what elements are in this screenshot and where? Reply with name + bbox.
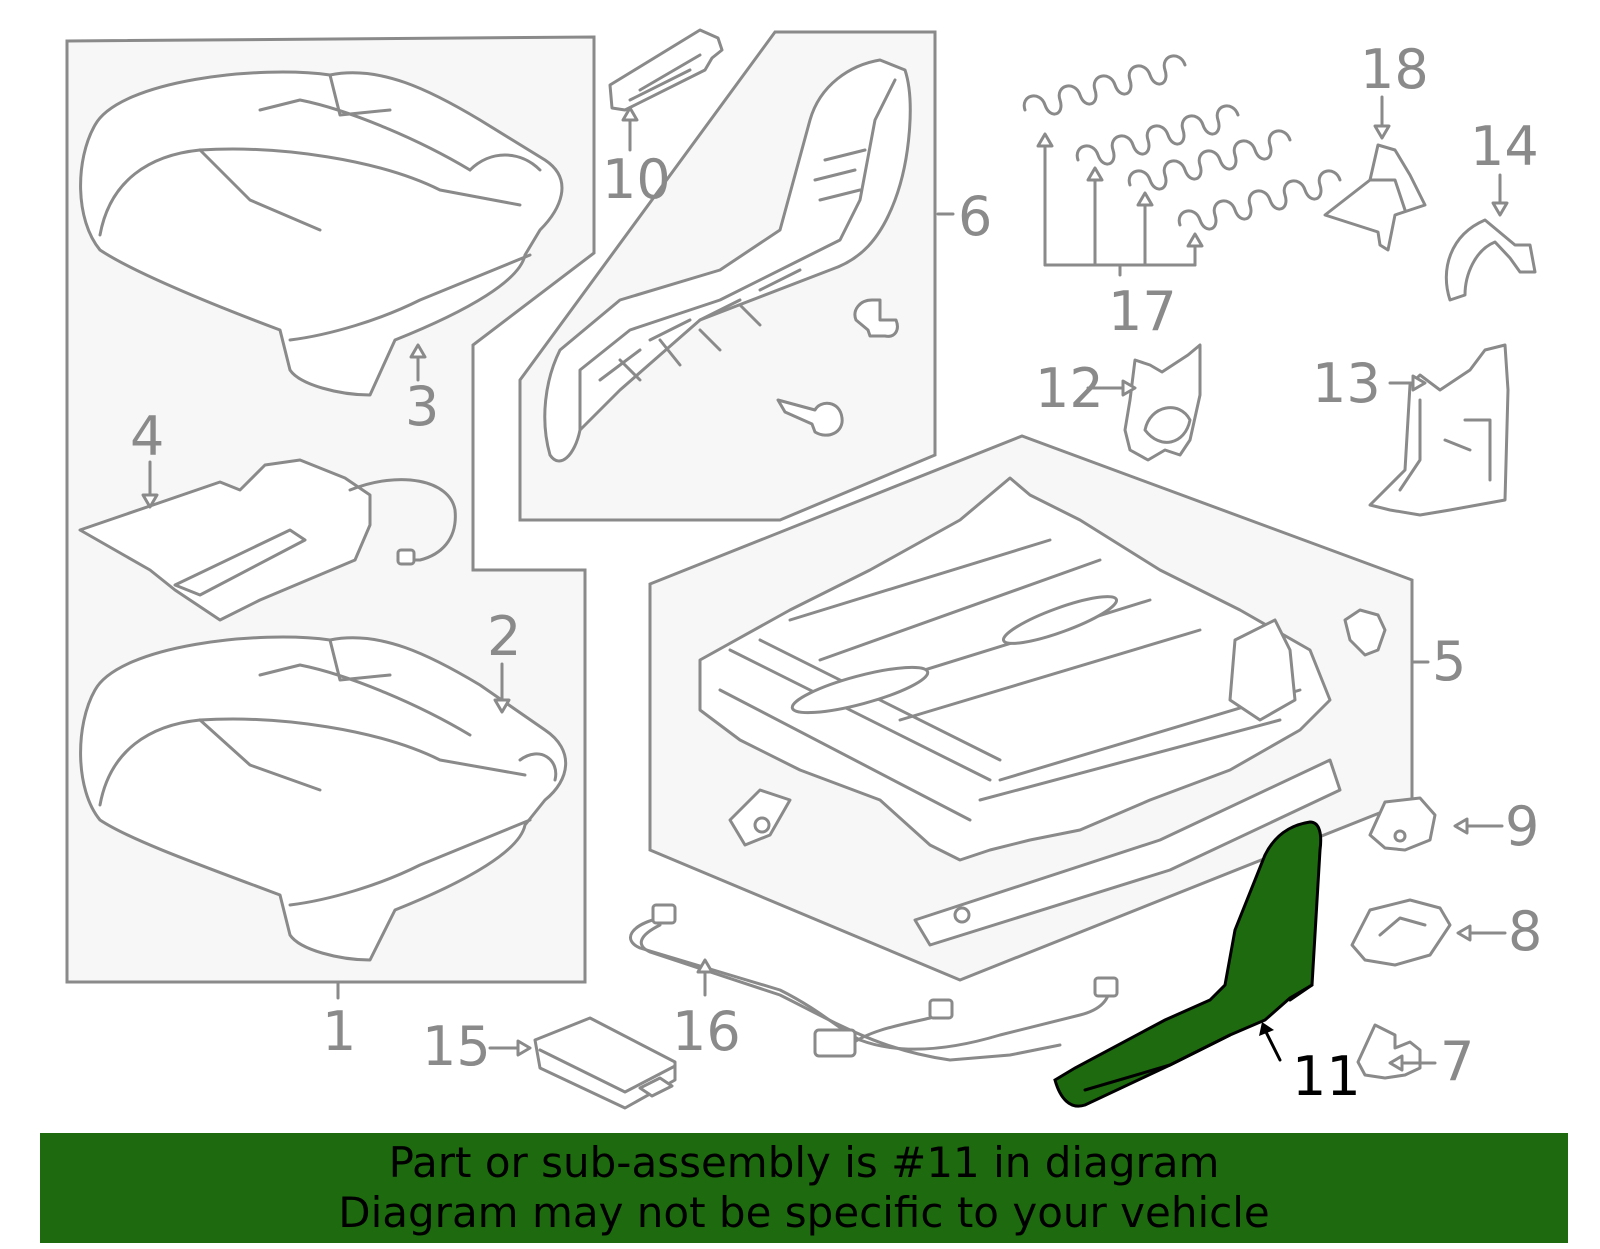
part-6-side-frame [543, 58, 912, 463]
part-10 [608, 28, 724, 112]
callout-2: 2 [487, 605, 521, 668]
callout-labels: 1 2 3 4 5 6 7 8 9 10 11 12 13 14 15 16 1… [130, 38, 1542, 1108]
callout-7: 7 [1440, 1030, 1474, 1093]
callout-13: 13 [1312, 352, 1381, 415]
callout-1: 1 [322, 1000, 356, 1063]
banner-line-2: Diagram may not be specific to your vehi… [338, 1188, 1270, 1237]
part-16-harness [629, 903, 1119, 1062]
callout-10: 10 [602, 148, 671, 211]
part-8 [1350, 898, 1452, 967]
callout-15: 15 [422, 1015, 491, 1078]
callout-leaders [141, 95, 1509, 1072]
part-17-springs [1022, 54, 1342, 277]
callout-6: 6 [958, 185, 992, 248]
part-11-side-cover [1053, 820, 1323, 1108]
part-3-seat-cover [79, 70, 564, 397]
part-12 [1123, 343, 1202, 462]
callout-8: 8 [1508, 900, 1542, 963]
callout-4: 4 [130, 405, 164, 468]
part-9 [1368, 796, 1437, 852]
part-13 [1368, 343, 1510, 517]
callout-18: 18 [1360, 38, 1429, 101]
part-14 [1444, 218, 1537, 302]
part-18 [1323, 143, 1427, 252]
callout-14: 14 [1470, 115, 1539, 178]
callout-3: 3 [405, 375, 439, 438]
callout-12: 12 [1035, 357, 1104, 420]
part-7 [1356, 1023, 1422, 1080]
part-15-module [533, 1016, 677, 1110]
part-4-heater-pad [78, 458, 457, 622]
banner-line-1: Part or sub-assembly is #11 in diagram [388, 1138, 1220, 1187]
callout-11: 11 [1292, 1045, 1361, 1108]
part-2-seat-cushion [79, 635, 568, 962]
part-11-highlight [1053, 820, 1323, 1108]
info-banner: Part or sub-assembly is #11 in diagram D… [40, 1133, 1568, 1243]
part-5-seat-frame [698, 476, 1387, 947]
callout-5: 5 [1432, 630, 1466, 693]
callout-17: 17 [1108, 280, 1177, 343]
callout-16: 16 [672, 1000, 741, 1063]
callout-9: 9 [1505, 795, 1539, 858]
